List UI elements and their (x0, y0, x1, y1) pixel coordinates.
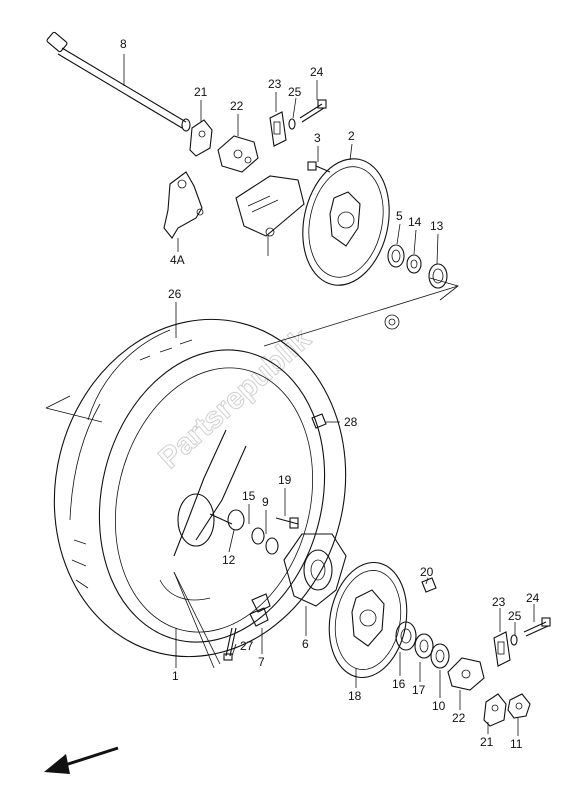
sprocket-drum (283, 533, 347, 607)
leader-lines (123, 54, 535, 736)
axle-adjuster-plate-bottom (483, 693, 507, 727)
damper-7 (249, 593, 271, 627)
label-part-27: 27 (240, 639, 254, 653)
caliper-bracket (235, 175, 305, 237)
label-part-17: 17 (412, 683, 426, 697)
adjuster-plate-23-top (269, 111, 287, 147)
label-part-1: 1 (172, 669, 179, 683)
label-part-28: 28 (344, 415, 358, 429)
label-part-13: 13 (430, 219, 444, 233)
label-part-9: 9 (262, 495, 269, 509)
label-part-7: 7 (258, 655, 265, 669)
brake-disc (302, 158, 390, 286)
label-part-8: 8 (120, 37, 127, 51)
label-part-15: 15 (242, 489, 256, 503)
chain-adjuster-top (217, 135, 259, 173)
clip-28 (311, 413, 327, 429)
adjuster-plate-23-bottom (493, 631, 511, 667)
label-part-11: 11 (510, 737, 523, 751)
nut-20 (421, 577, 437, 593)
label-part-4a: 4A (170, 253, 185, 267)
axle-adjuster-plate-top (189, 119, 213, 157)
label-part-19: 19 (278, 473, 292, 487)
collar-14 (406, 254, 422, 274)
hub-spacers (209, 509, 279, 555)
label-part-14: 14 (408, 215, 422, 229)
arrow-icon (44, 746, 119, 774)
rear-sprocket (328, 561, 408, 679)
bolt-19 (275, 517, 299, 529)
rear-wheel-rim (114, 367, 314, 633)
label-part-26: 26 (168, 287, 182, 301)
label-part-16: 16 (392, 677, 406, 691)
axle-nut-11 (507, 693, 531, 719)
label-part-20: 20 (420, 565, 434, 579)
label-part-10: 10 (432, 699, 446, 713)
label-part-12: 12 (222, 553, 236, 567)
label-part-21-top: 21 (194, 85, 208, 99)
watermark: Partsrepublik (153, 322, 318, 475)
label-part-24-top: 24 (310, 65, 324, 79)
label-part-21-bottom: 21 (480, 735, 494, 749)
washer-25-bottom (510, 634, 518, 646)
label-part-25-bottom: 25 (508, 609, 522, 623)
label-part-22-top: 22 (230, 99, 244, 113)
part-labels: 8 21 22 23 24 25 3 2 5 14 13 4A 26 28 19… (120, 37, 540, 751)
torque-link-bracket (163, 171, 204, 239)
bearing-16 (395, 621, 417, 651)
label-part-6: 6 (302, 637, 309, 651)
label-part-23-top: 23 (268, 77, 282, 91)
bolt-24-bottom (523, 617, 551, 637)
oil-seal-13 (428, 263, 448, 289)
chain-adjuster-bottom (447, 657, 485, 691)
spacer-5 (387, 244, 405, 268)
label-part-2: 2 (348, 129, 355, 143)
label-part-23-bottom: 23 (492, 595, 506, 609)
washer-25-top (288, 118, 296, 130)
axle (46, 31, 191, 132)
gear-icon (384, 314, 400, 330)
label-part-22-bottom: 22 (452, 711, 466, 725)
seal-10 (430, 643, 450, 669)
bolt-24-top (299, 99, 327, 123)
label-part-25-top: 25 (288, 85, 302, 99)
label-part-3: 3 (314, 131, 321, 145)
spacer-17 (414, 633, 434, 659)
label-part-5: 5 (396, 209, 403, 223)
label-part-18: 18 (348, 689, 362, 703)
alignment-lines (45, 277, 459, 423)
valve-27 (223, 627, 237, 661)
label-part-24-bottom: 24 (526, 591, 540, 605)
